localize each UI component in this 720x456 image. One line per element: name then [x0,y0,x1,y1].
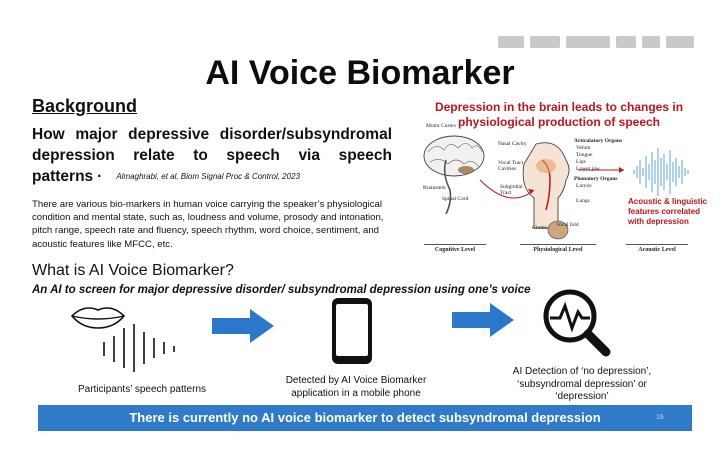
ai-detection-caption: AI Detection of ‘no depression’, ‘subsyn… [512,366,652,402]
label-vocal-fold: Vocal fold [556,222,579,228]
partner-logo [666,36,694,48]
label-spinal-cord: Spinal Cord [442,196,469,202]
speech-production-figure [423,135,689,240]
label-motor-cortex: Motor Cortex [426,123,457,129]
brain-icon [423,135,485,215]
label-glottis: Glottis [532,225,547,231]
background-question: How major depressive disorder/subsyndrom… [32,124,392,187]
banner-emphasis: no [242,410,258,425]
banner-text-before: There is currently [129,410,243,425]
magnifier-pulse-icon [543,289,611,357]
label-larynx: Larynx [576,183,592,189]
partner-logos [498,34,710,50]
arrow-right-icon [452,303,514,337]
label-tongue: Tongue [576,152,593,158]
page-number: 16 [656,414,664,421]
label-vocal-tract-cavities: Vocal Tract Cavities [498,160,524,172]
sound-wave-icon [103,324,175,372]
citation: Almaghrabi, et al, Biom Signal Proc & Co… [116,172,300,182]
label-subglottal-tract: Subglottal Tract [500,184,523,196]
label-brainstem: Brainstem [423,185,446,191]
label-velum: Velum [576,145,591,151]
detected-caption: Detected by AI Voice Biomarker applicati… [285,375,427,399]
figure-title: Depression in the brain leads to changes… [434,100,684,129]
background-heading: Background [32,96,138,116]
label-nasal-cavity: Nasal Cavity [498,141,527,147]
label-phonatory-organs: Phonatory Organs [574,176,618,182]
mobile-phone-icon [332,298,372,364]
partner-logo [566,36,610,48]
partner-logo [530,36,560,48]
acoustic-features-note: Acoustic & linguistic features correlate… [628,197,708,226]
bullet-dot: · [97,168,103,185]
arrow-right-icon [212,309,274,343]
slide-title: AI Voice Biomarker [205,54,515,92]
question-text: How major depressive disorder/subsyndrom… [32,126,392,185]
banner-text-after: AI voice biomarker to detect subsyndroma… [257,410,601,425]
what-heading: What is AI Voice Biomarker? [32,262,234,279]
partner-logo [498,36,524,48]
label-lower-jaw: Lower jaw [576,166,600,172]
participants-caption: Participants’ speech patterns [77,384,207,395]
waveform-icon [633,148,689,196]
label-lungs: Lungs [576,198,590,204]
lips-icon [70,307,126,329]
acoustic-level-label: Acoustic Level [626,244,688,253]
cognitive-level-label: Cognitive Level [424,244,486,253]
label-lips: Lips [576,159,586,165]
partner-logo [616,36,636,48]
what-subheading: An AI to screen for major depressive dis… [32,284,531,296]
physiological-level-label: Physiological Level [520,244,596,253]
partner-logo [642,36,660,48]
background-body: There are various bio-markers in human v… [32,199,384,250]
label-articulatory-organs: Articulatory Organs [574,138,623,144]
head-anatomy-icon [522,142,570,240]
bottom-banner: There is currently no AI voice biomarker… [38,405,692,431]
